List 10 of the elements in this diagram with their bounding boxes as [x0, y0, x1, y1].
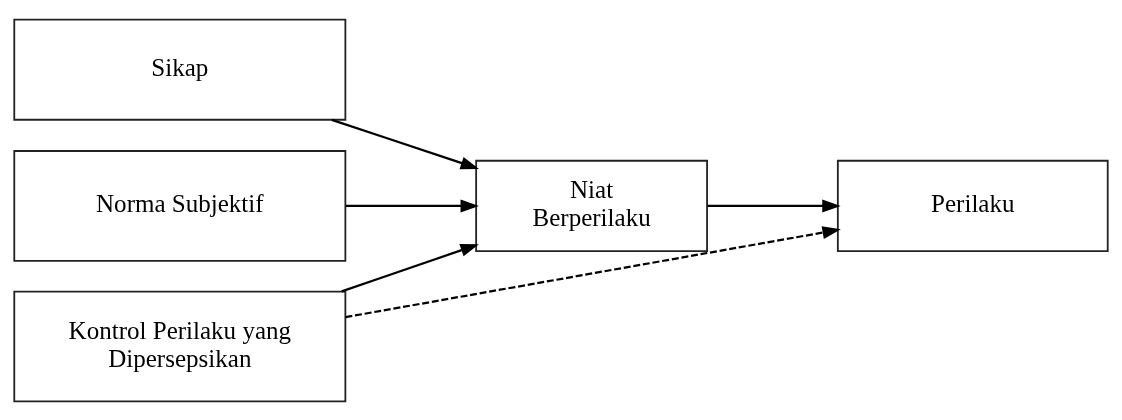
node-box: Perilaku — [836, 159, 1109, 252]
arrow — [341, 243, 479, 292]
node-box: Norma Subjektif — [13, 149, 347, 262]
arrow — [331, 118, 480, 169]
arrow — [707, 199, 841, 212]
node-box: Niat Berperilaku — [475, 159, 708, 252]
node-box: Kontrol Perilaku yang Dipersepsikan — [13, 290, 347, 402]
node-box: Sikap — [13, 18, 347, 121]
arrow — [345, 225, 841, 318]
arrow — [345, 199, 479, 212]
